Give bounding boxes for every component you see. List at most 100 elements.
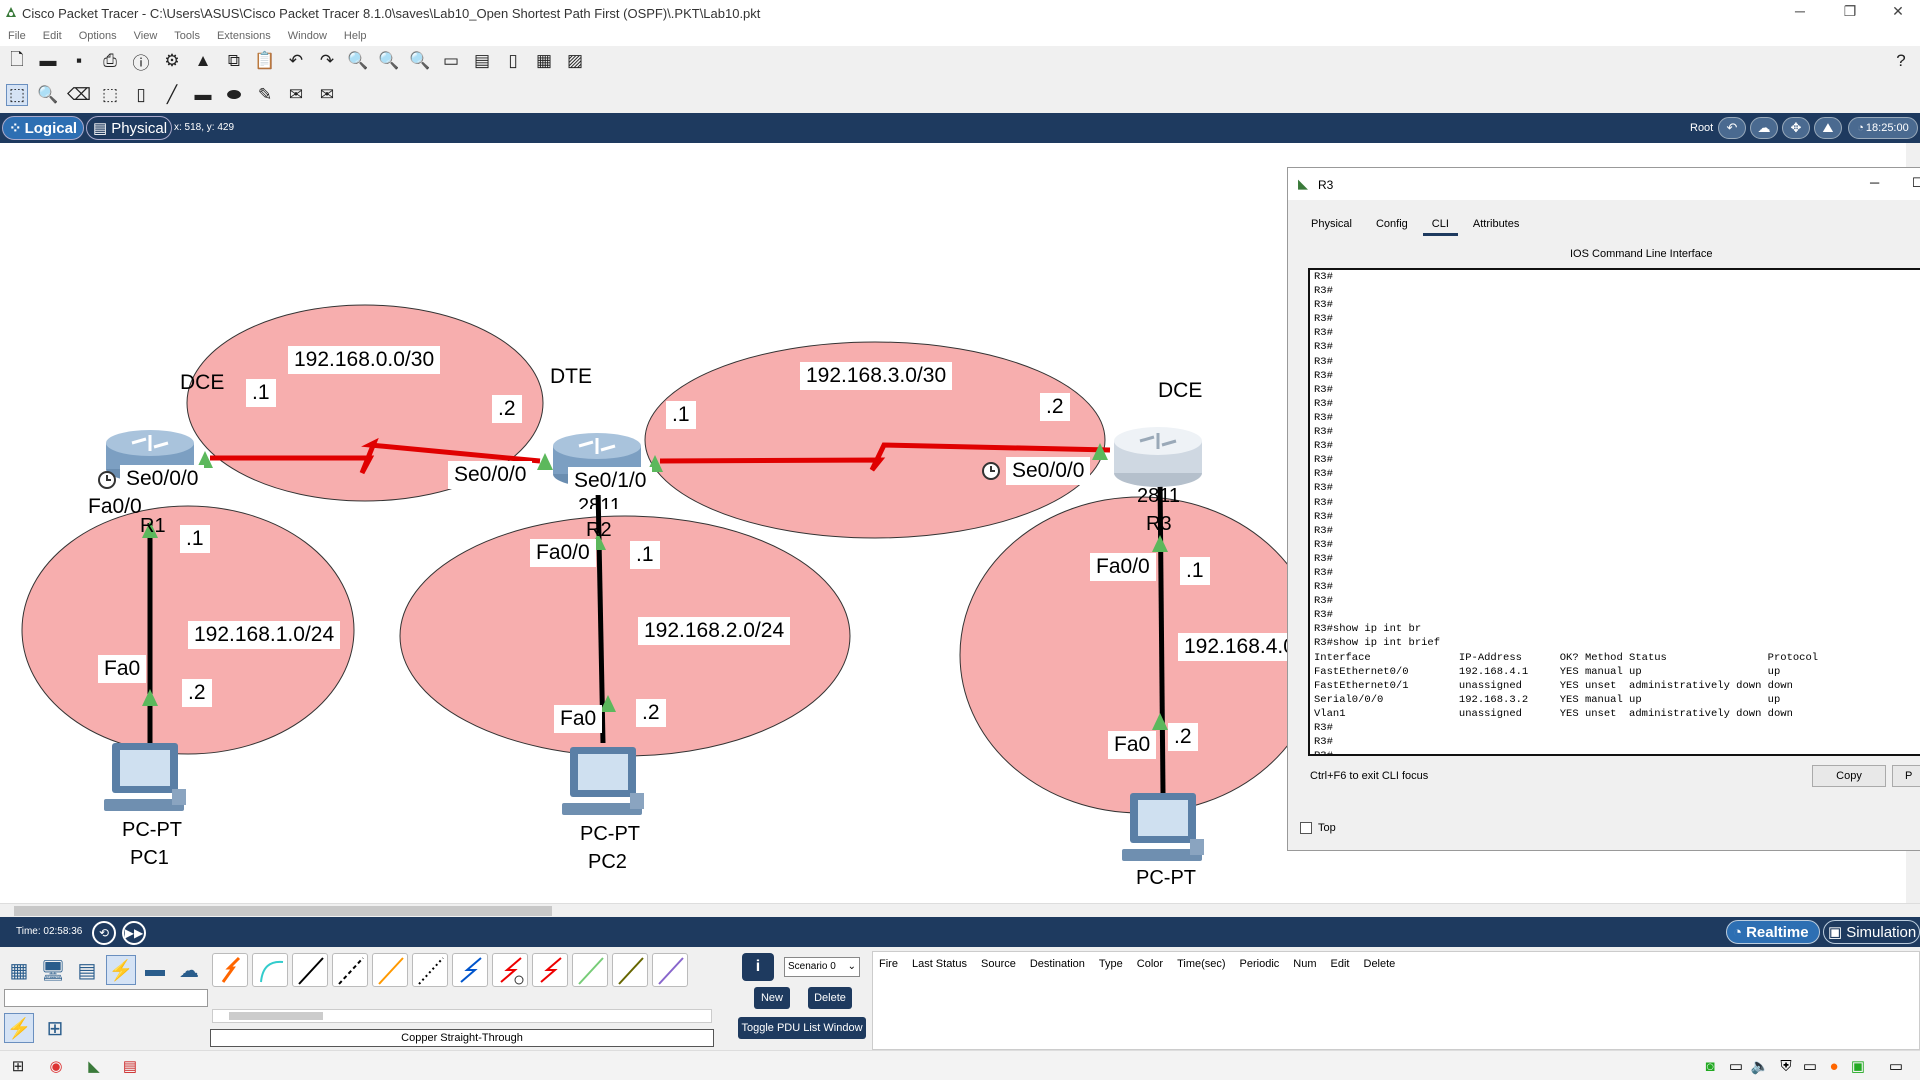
coaxial-cable-icon[interactable] — [452, 953, 488, 987]
cluster-icon[interactable]: ☁ — [1750, 117, 1778, 139]
logical-view-button[interactable]: ⁘ Logical — [2, 116, 84, 140]
web-view-icon[interactable]: ▨ — [566, 51, 584, 70]
minimize-button[interactable]: ─ — [1795, 3, 1805, 19]
monitor-icon[interactable]: ▭ — [1802, 1058, 1818, 1075]
app-tray-icon[interactable]: ● — [1829, 1057, 1839, 1075]
multiuser-icon[interactable]: ☁ — [179, 959, 199, 982]
horizontal-scroll-thumb[interactable] — [14, 906, 552, 916]
network-tray-icon[interactable]: ▭ — [1728, 1058, 1744, 1075]
fast-forward-icon[interactable]: ▶▶ — [122, 921, 146, 945]
tab-config[interactable]: Config — [1375, 218, 1408, 230]
tab-physical[interactable]: Physical — [1311, 218, 1352, 230]
draw-line-icon[interactable]: ╱ — [166, 85, 178, 104]
serial-dte-icon[interactable] — [532, 953, 568, 987]
horizontal-scrollbar[interactable] — [0, 903, 1920, 917]
misc-icon[interactable]: ▬ — [145, 958, 165, 981]
top-checkbox[interactable] — [1300, 822, 1312, 834]
draw-ellipse-icon[interactable]: ⬬ — [226, 85, 242, 104]
auto-cable-icon[interactable] — [212, 953, 248, 987]
info-icon[interactable]: i — [742, 953, 774, 981]
router-r3-icon[interactable] — [1114, 427, 1202, 487]
select-icon[interactable]: ⬚ — [6, 84, 28, 106]
copper-straight-through-icon[interactable] — [292, 953, 328, 987]
back-icon[interactable]: ↶ — [1718, 117, 1746, 139]
iot-cable-icon[interactable] — [612, 953, 648, 987]
volume-icon[interactable]: 🔈 — [1750, 1058, 1770, 1075]
simulation-mode-button[interactable]: ▣ Simulation — [1823, 920, 1920, 944]
end-devices-icon[interactable]: 🖥 — [40, 959, 66, 982]
freeform-icon[interactable]: ✎ — [257, 85, 273, 104]
pdf-icon[interactable]: ▤ — [122, 1058, 138, 1075]
move-icon[interactable]: ✥ — [1782, 117, 1810, 139]
tab-cli[interactable]: CLI — [1422, 214, 1458, 236]
packet-tracer-taskbar-icon[interactable]: ◣ — [88, 1058, 100, 1075]
new-file-icon[interactable]: 🗋 — [10, 49, 24, 69]
r3-maximize-button[interactable]: ☐ — [1912, 175, 1920, 190]
pc2-icon[interactable] — [562, 747, 644, 815]
menu-window[interactable]: Window — [287, 30, 327, 42]
undo-icon[interactable]: ↶ — [288, 51, 304, 70]
menu-options[interactable]: Options — [78, 30, 117, 42]
console-cable-icon[interactable] — [252, 953, 288, 987]
menu-help[interactable]: Help — [343, 30, 367, 42]
delete-scenario-button[interactable]: Delete — [808, 987, 852, 1009]
help-icon[interactable]: ? — [1896, 51, 1906, 70]
activity-wizard-icon[interactable]: ▲ — [194, 51, 212, 70]
device-search[interactable] — [4, 989, 208, 1007]
cable-scroll-thumb[interactable] — [229, 1012, 323, 1020]
close-button[interactable]: ✕ — [1892, 3, 1904, 19]
r3-window-titlebar[interactable]: ◣ R3 ─ ☐ — [1288, 168, 1920, 200]
network-devices-icon[interactable]: ▦ — [9, 959, 29, 982]
r3-device-window[interactable]: ◣ R3 ─ ☐ Physical Config CLI Attributes … — [1287, 167, 1920, 851]
wechat-icon[interactable]: ◙ — [1705, 1057, 1715, 1075]
menu-view[interactable]: View — [133, 30, 158, 42]
physical-view-button[interactable]: ▤ Physical — [86, 116, 172, 140]
save-icon[interactable]: ▪ — [75, 51, 83, 70]
scenario-select[interactable]: Scenario 0⌄ — [784, 957, 860, 977]
inspect-icon[interactable]: 🔍 — [37, 85, 59, 104]
zoom-out-icon[interactable]: 🔍 — [409, 51, 431, 70]
phone-cable-icon[interactable] — [412, 953, 448, 987]
draw-rectangle-icon[interactable]: ▬ — [194, 85, 212, 104]
grid-icon[interactable]: ⊞ — [46, 1017, 64, 1040]
usb-cable-icon[interactable] — [652, 953, 688, 987]
cli-terminal[interactable]: R3#R3#R3#R3#R3#R3#R3#R3#R3#R3#R3#R3#R3#R… — [1308, 268, 1920, 756]
cable-scrollbar[interactable] — [212, 1009, 712, 1023]
zoom-reset-icon[interactable]: 🔍 — [378, 51, 400, 70]
pc1-icon[interactable] — [104, 743, 186, 811]
print-icon[interactable]: ⎙ — [103, 51, 117, 70]
paste-icon[interactable]: 📋 — [254, 51, 276, 70]
tab-attributes[interactable]: Attributes — [1472, 218, 1520, 230]
menu-file[interactable]: File — [8, 30, 26, 42]
menu-edit[interactable]: Edit — [42, 30, 62, 42]
serial-dce-icon[interactable] — [492, 953, 528, 987]
add-simple-pdu-icon[interactable]: ✉ — [288, 85, 304, 104]
custom-device-icon[interactable]: ▤ — [473, 51, 491, 70]
paste-button[interactable]: P — [1892, 765, 1920, 787]
resize-icon[interactable]: ⬚ — [101, 85, 119, 104]
drawing-palette-icon[interactable]: ▭ — [442, 51, 460, 70]
notes-icon[interactable]: ▯ — [508, 51, 518, 70]
add-complex-pdu-icon[interactable]: ✉ — [319, 85, 335, 104]
menu-extensions[interactable]: Extensions — [216, 30, 271, 42]
r3-minimize-button[interactable]: ─ — [1870, 175, 1880, 190]
windows-start-icon[interactable]: ⊞ — [11, 1058, 25, 1075]
open-folder-icon[interactable]: ▬ — [39, 51, 57, 70]
maximize-button[interactable]: ❐ — [1843, 3, 1857, 19]
security-icon[interactable]: ⛨ — [1780, 1057, 1792, 1075]
info-icon[interactable]: ⓘ — [132, 53, 150, 73]
zoom-in-icon[interactable]: 🔍 — [347, 51, 369, 70]
delete-icon[interactable]: ⌫ — [66, 85, 92, 104]
fiber-cable-icon[interactable] — [372, 953, 408, 987]
pc3-icon[interactable] — [1122, 793, 1204, 861]
chrome-icon[interactable]: ◉ — [49, 1058, 63, 1075]
power-cycle-icon[interactable]: ⟲ — [92, 921, 116, 945]
nvidia-icon[interactable]: ▣ — [1850, 1058, 1866, 1075]
device-dialog-icon[interactable]: ▦ — [535, 51, 553, 70]
new-scenario-button[interactable]: New — [754, 987, 790, 1009]
toggle-pdu-list-button[interactable]: Toggle PDU List Window — [738, 1017, 866, 1039]
notifications-icon[interactable]: ▭ — [1888, 1058, 1904, 1075]
realtime-mode-button[interactable]: ◔ Realtime — [1726, 920, 1820, 944]
network-wizard-icon[interactable]: ⚙ — [164, 51, 180, 70]
connections-subtype-icon[interactable]: ⚡ — [4, 1013, 34, 1043]
